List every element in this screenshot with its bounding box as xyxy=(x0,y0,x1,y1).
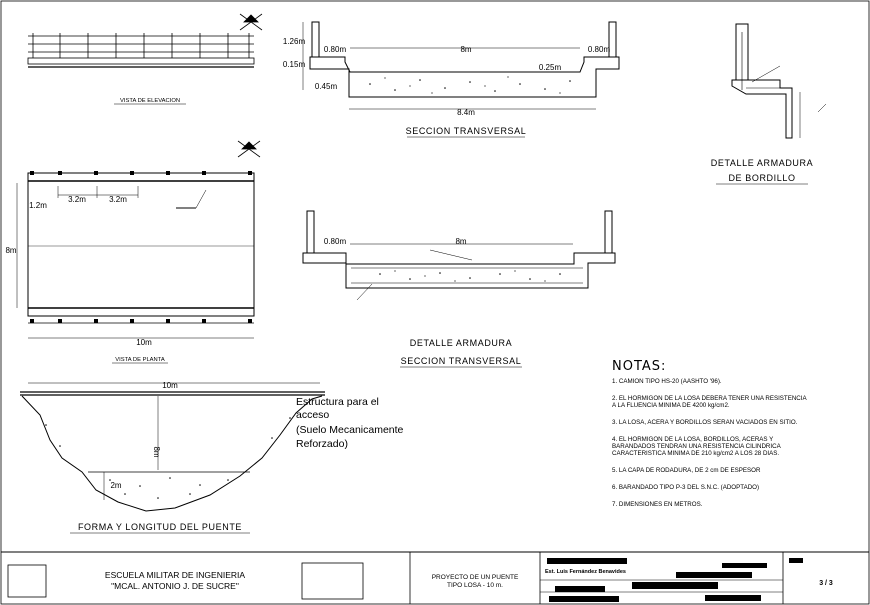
sheet-number: 3 / 3 xyxy=(819,580,833,587)
section-wearing-dim: 0.25m xyxy=(539,63,562,72)
section-title: SECCION TRANSVERSAL xyxy=(406,126,527,136)
plan-edge-dim: 1.2m xyxy=(29,201,47,210)
annotation-line-2: acceso xyxy=(296,409,329,421)
curb-detail-title-2: DE BORDILLO xyxy=(728,173,795,183)
project-line-2: TIPO LOSA - 10 m. xyxy=(447,582,503,589)
section-sidewalk-left-dim: 0.80m xyxy=(324,45,347,54)
reinforcement-section: 8m 0.80m DETALLE ARMADURA SECCION TRANSV… xyxy=(302,210,616,368)
title-block: ESCUELA MILITAR DE INGENIERIA "MCAL. ANT… xyxy=(1,551,869,604)
section-sidewalk-right-dim: 0.80m xyxy=(588,45,611,54)
cross-section: 8m 0.80m 0.80m 1.26m 0.15m 0.45m 0.25m 8… xyxy=(283,21,620,138)
profile-annotation: Estructura para el acceso (Suelo Mecanic… xyxy=(296,396,404,450)
plan-spacing-2-dim: 3.2m xyxy=(109,195,127,204)
plan-caption: VISTA DE PLANTA xyxy=(115,357,165,363)
profile-title: FORMA Y LONGITUD DEL PUENTE xyxy=(78,522,242,532)
seal-box xyxy=(301,562,364,600)
reinf-title-1: DETALLE ARMADURA xyxy=(410,338,512,348)
section-roadway-dim: 8m xyxy=(460,45,471,54)
note-4-line-1: 4. EL HORMIGON DE LA LOSA, BORDILLOS, AC… xyxy=(612,436,773,443)
notes-title: NOTAS: xyxy=(612,359,666,374)
note-7-line-1: 7. DIMENSIONES EN METROS. xyxy=(612,501,703,508)
reinf-title-2: SECCION TRANSVERSAL xyxy=(401,356,522,366)
student-name: Est. Luis Fernández Benavides xyxy=(545,569,626,575)
plan-spacing-1-dim: 3.2m xyxy=(68,195,86,204)
bridge-profile: 10m 8m 2m Estructura para el acceso (Sue… xyxy=(20,381,404,534)
plan-length-dim: 10m xyxy=(136,338,152,347)
logo-box xyxy=(7,564,47,598)
note-3-line-1: 3. LA LOSA, ACERA Y BORDILLOS SERAN VACI… xyxy=(612,419,798,426)
note-6-line-1: 6. BARANDADO TIPO P-3 DEL S.N.C. (ADOPTA… xyxy=(612,484,759,491)
plan-width-dim: 8m xyxy=(5,246,16,255)
annotation-line-1: Estructura para el xyxy=(296,396,379,408)
annotation-line-4: Reforzado) xyxy=(296,438,348,450)
north-arrow-icon xyxy=(237,140,261,158)
curb-detail: DETALLE ARMADURA DE BORDILLO xyxy=(711,23,827,185)
reinf-sidewalk-dim: 0.80m xyxy=(324,237,347,246)
profile-span-dim: 10m xyxy=(162,381,178,390)
curb-detail-title-1: DETALLE ARMADURA xyxy=(711,158,813,168)
section-total-dim: 8.4m xyxy=(457,108,475,117)
annotation-line-3: (Suelo Mecanicamente xyxy=(296,424,404,436)
elevation-caption: VISTA DE ELEVACION xyxy=(120,98,180,104)
section-curb-dim: 0.15m xyxy=(283,60,306,69)
north-arrow-icon xyxy=(239,13,263,31)
profile-water-dim: 2m xyxy=(110,481,121,490)
note-4-line-3: CARACTERISTICA MINIMA DE 210 kg/cm2 A LO… xyxy=(612,450,779,457)
project-line-1: PROYECTO DE UN PUENTE xyxy=(432,574,519,581)
reinf-roadway-dim: 8m xyxy=(455,237,466,246)
school-line-2: "MCAL. ANTONIO J. DE SUCRE" xyxy=(111,581,239,591)
section-railing-dim: 1.26m xyxy=(283,37,306,46)
profile-height-dim: 8m xyxy=(152,446,161,457)
notes: NOTAS: 1. CAMION TIPO HS-20 (AASHTO '96)… xyxy=(612,359,807,508)
note-4-line-2: BARANDADOS TENDRAN UNA RESISTENCIA CILIN… xyxy=(612,443,782,450)
note-1-line-1: 1. CAMION TIPO HS-20 (AASHTO '96). xyxy=(612,378,722,385)
elevation-view: VISTA DE ELEVACION xyxy=(27,13,263,105)
school-line-1: ESCUELA MILITAR DE INGENIERIA xyxy=(105,570,245,580)
plan-view: 3.2m 3.2m 1.2m 8m 10m VISTA DE PLANTA xyxy=(5,140,261,364)
note-2-line-2: A LA FLUENCIA MINIMA DE 4200 kg/cm2. xyxy=(612,402,730,409)
redacted-marks xyxy=(547,558,803,602)
note-2-line-1: 2. EL HORMIGON DE LA LOSA DEBERA TENER U… xyxy=(612,395,807,402)
section-slab-dim: 0.45m xyxy=(315,82,338,91)
notes-list: 1. CAMION TIPO HS-20 (AASHTO '96). 2. EL … xyxy=(612,378,807,508)
note-5-line-1: 5. LA CAPA DE RODADURA, DE 2 cm DE ESPES… xyxy=(612,467,761,474)
